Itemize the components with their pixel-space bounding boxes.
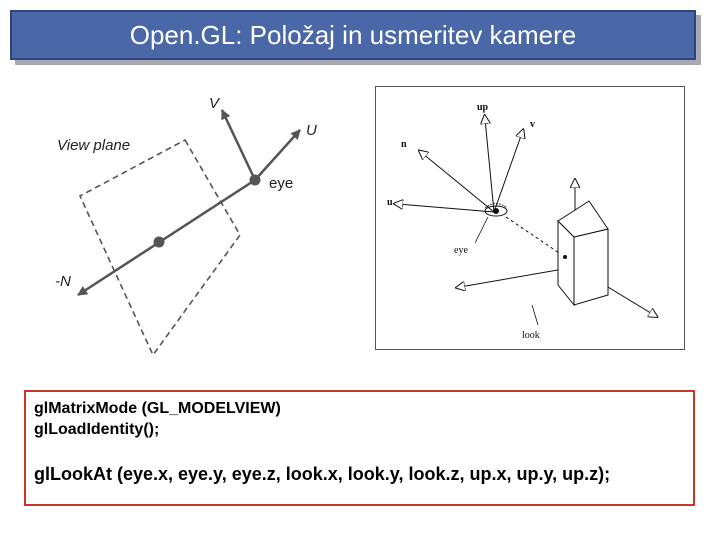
label-v: V [209,95,221,112]
world-z-axis [460,266,576,287]
n-axis [422,153,495,213]
label-eye-right: eye [454,245,468,256]
look-dot [563,255,567,259]
label-neg-n: -N [55,273,71,290]
label-n: n [401,139,407,150]
label-view-plane: View plane [57,137,130,154]
house-object [557,200,609,307]
label-look: look [522,330,540,341]
code-line-lookat: glLookAt (eye.x, eye.y, eye.z, look.x, l… [34,464,611,484]
v-axis [493,133,522,213]
label-eye: eye [269,175,293,192]
left-camera-diagram: V U View plane eye -N [55,95,317,357]
view-plane [78,138,241,357]
code-line-load-identity: glLoadIdentity(); [34,421,160,438]
u-axis [398,204,495,213]
eye-point [249,174,261,186]
page-title: Open.GL: Položaj in usmeritev kamere [129,19,577,50]
eye-icon [484,203,508,217]
look-point [153,236,165,248]
label-u-right: u [387,197,393,208]
code-line-matrix-mode: glMatrixMode (GL_MODELVIEW) [34,400,281,417]
label-u: U [306,122,317,139]
eye-pointer [474,216,489,244]
neg-n-axis [77,178,256,297]
label-up: up [477,102,489,113]
eye-to-look [505,216,566,258]
u-vector [254,129,301,181]
code-box: glMatrixMode (GL_MODELVIEW) glLoadIdenti… [24,390,695,506]
right-camera-figure: up v n u eye look [375,86,685,350]
title-bar: Open.GL: Položaj in usmeritev kamere [10,10,696,60]
up-axis [485,119,495,213]
label-v-right: v [530,119,535,130]
right-figure-svg: up v n u eye look [387,102,686,341]
look-pointer [531,304,539,326]
v-vector [220,109,257,181]
